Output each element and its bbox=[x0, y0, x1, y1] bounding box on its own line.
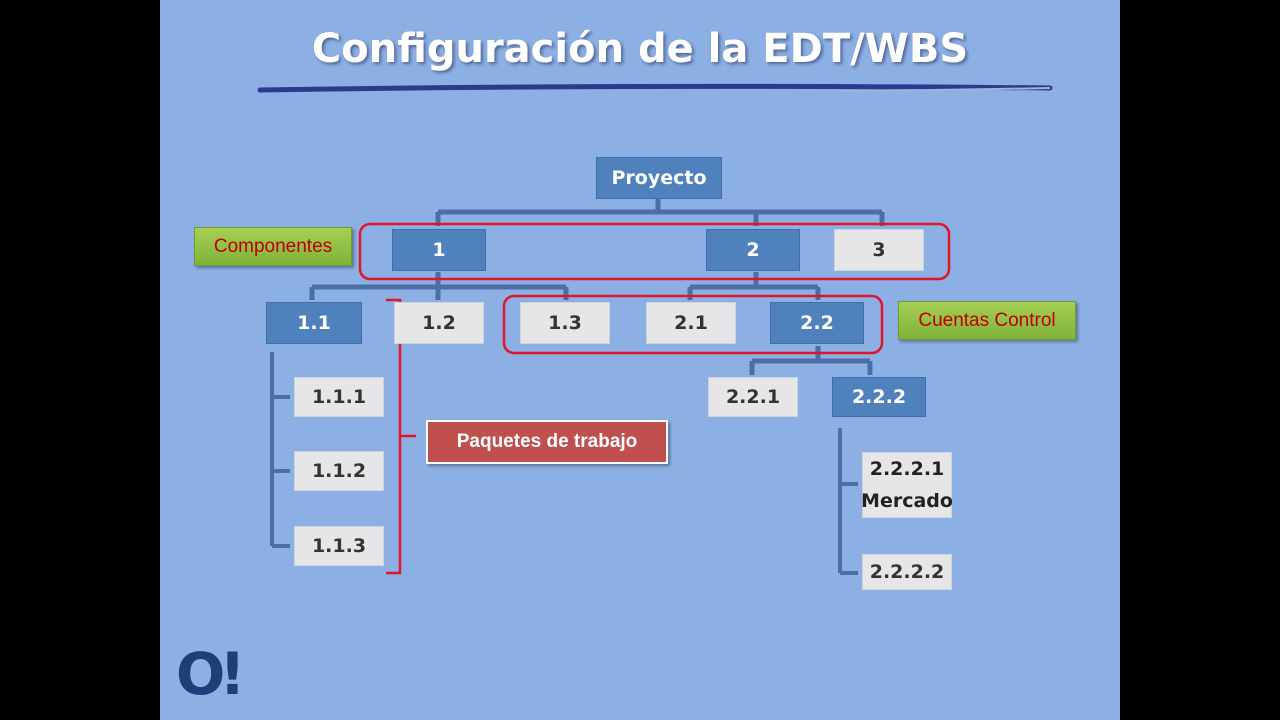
connectors-level1 bbox=[435, 199, 885, 226]
node-2-2-2-1-name: Mercado bbox=[861, 490, 953, 512]
node-2-2-2-1: 2.2.2.1 Mercado bbox=[861, 452, 953, 518]
cuentas-control-highlight bbox=[502, 294, 884, 355]
node-2-2-2: 2.2.2 bbox=[832, 377, 926, 417]
node-2-2-1: 2.2.1 bbox=[708, 377, 798, 417]
node-proyecto: Proyecto bbox=[596, 157, 722, 199]
node-2: 2 bbox=[706, 229, 800, 271]
componentes-label: Componentes bbox=[194, 227, 352, 266]
node-1-1-3: 1.1.3 bbox=[294, 526, 384, 566]
node-2-2: 2.2 bbox=[770, 302, 864, 344]
node-2-2-2-1-code: 2.2.2.1 bbox=[869, 458, 945, 480]
connector-lines bbox=[257, 83, 1053, 575]
paquetes-bracket bbox=[386, 298, 416, 575]
node-1-1: 1.1 bbox=[266, 302, 362, 344]
connectors-level3-b bbox=[749, 346, 873, 375]
title-underline bbox=[257, 83, 1053, 93]
cuentas-control-label: Cuentas Control bbox=[898, 301, 1076, 340]
node-1-3: 1.3 bbox=[520, 302, 610, 344]
node-2-1: 2.1 bbox=[646, 302, 736, 344]
node-1-1-1: 1.1.1 bbox=[294, 377, 384, 417]
node-1-2: 1.2 bbox=[394, 302, 484, 344]
node-2-2-2-2: 2.2.2.2 bbox=[862, 554, 952, 590]
paquetes-trabajo-label: Paquetes de trabajo bbox=[426, 420, 668, 464]
node-3: 3 bbox=[834, 229, 924, 271]
node-1-1-2: 1.1.2 bbox=[294, 451, 384, 491]
node-1: 1 bbox=[392, 229, 486, 271]
title-underline-fade bbox=[839, 87, 1051, 92]
logo: O! bbox=[176, 640, 246, 708]
componentes-highlight bbox=[358, 222, 951, 281]
connectors-level2-a bbox=[309, 272, 569, 300]
slide-title: Configuración de la EDT/WBS bbox=[311, 26, 969, 72]
slide: Configuración de la EDT/WBS bbox=[160, 0, 1120, 720]
connectors-level3-a bbox=[270, 352, 290, 548]
connectors-level4 bbox=[838, 428, 858, 575]
